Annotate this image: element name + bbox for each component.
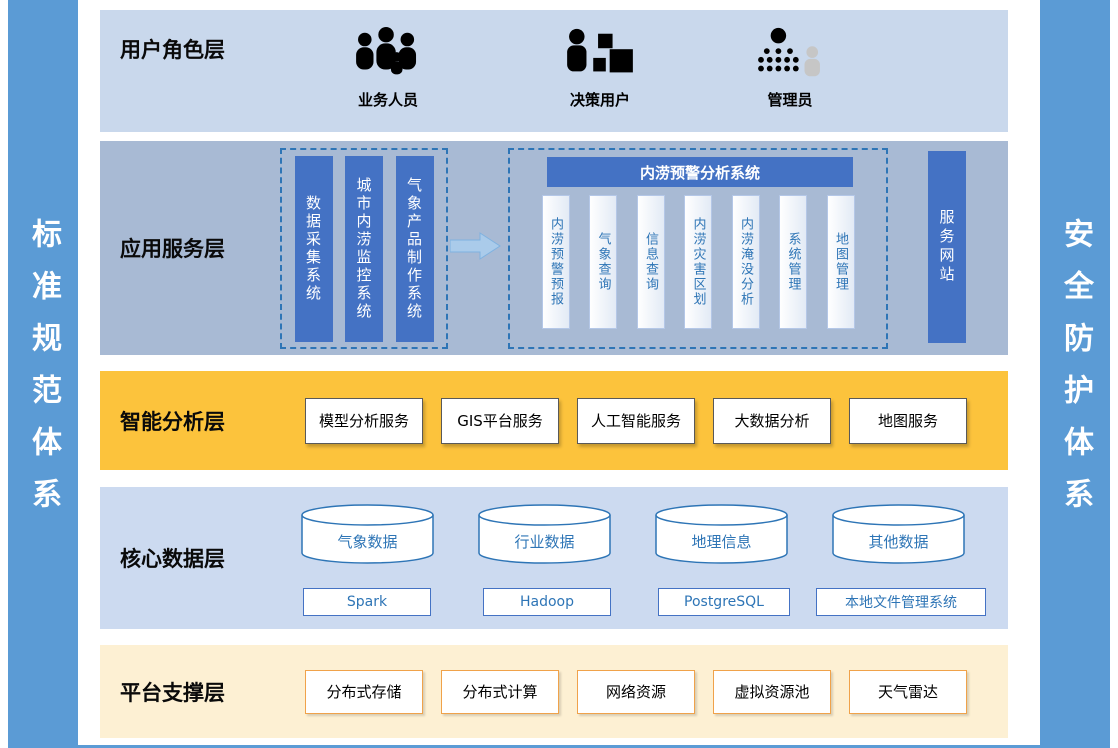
- module-label: 内涝预警预报: [548, 217, 563, 307]
- storage-local-file-system: 本地文件管理系统: [816, 588, 986, 616]
- source-systems-group: 数据采集系统 城市内涝监控系统 气象产品制作系统: [280, 148, 448, 349]
- layer-core-data: 核心数据层 气象数据 行业数据: [100, 487, 1008, 629]
- system-data-collection: 数据采集系统: [294, 155, 333, 342]
- layer-core-data-label: 核心数据层: [120, 547, 225, 571]
- module-system-management: 系统管理: [779, 195, 807, 329]
- role-label: 管理员: [767, 91, 813, 109]
- role-decision-user: 决策用户: [530, 26, 670, 110]
- resource-distributed-computing: 分布式计算: [441, 669, 559, 714]
- layer-platform-support: 平台支撑层 分布式存储 分布式计算 网络资源 虚拟资源池 天气雷达: [100, 645, 1008, 738]
- service-model-analysis: 模型分析服务: [305, 397, 423, 444]
- warning-system-modules: 内涝预警预报 气象查询 信息查询 内涝灾害区划 内涝淹没分析 系统管理 地图管理: [522, 195, 874, 331]
- db-geographic-info: 地理信息: [654, 503, 789, 567]
- left-pillar-label: 标准规范体系: [26, 218, 61, 530]
- module-map-management: 地图管理: [826, 195, 855, 329]
- service-website-label: 服务网站: [937, 209, 956, 285]
- layer-intelligent-analysis: 智能分析层 模型分析服务 GIS平台服务 人工智能服务 大数据分析 地图服务: [100, 371, 1008, 470]
- storage-spark: Spark: [303, 588, 431, 616]
- module-label: 地图管理: [833, 232, 848, 292]
- module-disaster-zoning: 内涝灾害区划: [684, 195, 712, 329]
- module-info-query: 信息查询: [636, 195, 665, 329]
- role-label: 业务人员: [357, 91, 418, 109]
- module-label: 气象查询: [595, 232, 611, 292]
- module-inundation-analysis: 内涝淹没分析: [731, 195, 760, 329]
- role-label: 决策用户: [569, 91, 630, 109]
- storage-postgresql: PostgreSQL: [658, 588, 790, 616]
- system-urban-waterlogging-monitor: 城市内涝监控系统: [345, 155, 383, 342]
- system-label: 气象产品制作系统: [405, 176, 423, 321]
- resource-distributed-storage: 分布式存储: [305, 669, 423, 714]
- module-forecast: 内涝预警预报: [541, 195, 570, 329]
- bottom-divider: [78, 745, 1040, 748]
- right-pillar: 安全防护体系: [1040, 0, 1110, 748]
- module-label: 内涝灾害区划: [690, 217, 706, 307]
- resource-virtual-pool: 虚拟资源池: [713, 669, 831, 714]
- decision-user-icon: [567, 28, 633, 73]
- resource-network: 网络资源: [577, 669, 695, 714]
- left-pillar: 标准规范体系: [8, 0, 78, 748]
- db-other-data: 其他数据: [831, 503, 966, 567]
- db-label: 其他数据: [868, 533, 929, 551]
- layer-platform-support-label: 平台支撑层: [120, 680, 225, 705]
- database-cylinder-icon: [301, 504, 434, 564]
- flow-arrow: [449, 231, 502, 265]
- databases: 气象数据 行业数据 地理信息: [300, 503, 966, 567]
- role-business-users: 业务人员: [318, 26, 458, 110]
- module-label: 系统管理: [785, 232, 801, 292]
- db-industry-data: 行业数据: [477, 503, 612, 567]
- layer-user-role: 用户角色层 业务人员 决策用户: [100, 10, 1008, 132]
- layer-intelligent-analysis-label: 智能分析层: [120, 409, 225, 434]
- module-label: 内涝淹没分析: [738, 217, 753, 307]
- layer-application-service-label: 应用服务层: [120, 237, 225, 261]
- system-weather-product: 气象产品制作系统: [395, 155, 434, 342]
- database-cylinder-icon: [478, 504, 611, 564]
- db-label: 行业数据: [514, 533, 575, 551]
- system-label: 数据采集系统: [304, 194, 322, 303]
- service-website-bar: 服务网站: [928, 151, 966, 343]
- database-cylinder-icon: [655, 504, 788, 564]
- layer-user-role-label: 用户角色层: [120, 38, 225, 62]
- service-big-data: 大数据分析: [713, 397, 831, 444]
- system-label: 城市内涝监控系统: [354, 176, 373, 321]
- right-pillar-label: 安全防护体系: [1058, 218, 1093, 530]
- resource-weather-radar: 天气雷达: [849, 669, 967, 714]
- analysis-services: 模型分析服务 GIS平台服务 人工智能服务 大数据分析 地图服务: [305, 397, 967, 444]
- module-weather-query: 气象查询: [589, 195, 617, 329]
- service-map: 地图服务: [849, 397, 967, 444]
- platform-resources: 分布式存储 分布式计算 网络资源 虚拟资源池 天气雷达: [305, 669, 967, 714]
- warning-system-title: 内涝预警分析系统: [547, 157, 853, 187]
- module-label: 信息查询: [643, 232, 658, 292]
- db-label: 地理信息: [691, 533, 752, 551]
- right-arrow-icon: [449, 232, 501, 260]
- admin-icon: [758, 27, 820, 77]
- warning-system-group: 内涝预警分析系统 内涝预警预报 气象查询 信息查询 内涝灾害区划 内涝淹没分析 …: [508, 148, 888, 349]
- role-admin: 管理员: [720, 26, 860, 110]
- service-ai: 人工智能服务: [577, 397, 695, 444]
- business-users-icon: [356, 26, 417, 75]
- storage-hadoop: Hadoop: [483, 588, 611, 616]
- db-weather-data: 气象数据: [300, 503, 435, 567]
- layer-application-service: 应用服务层 数据采集系统 城市内涝监控系统 气象产品制作系统 内涝预警分析系统 …: [100, 141, 1008, 355]
- database-cylinder-icon: [832, 504, 965, 564]
- db-label: 气象数据: [337, 533, 398, 551]
- service-gis-platform: GIS平台服务: [441, 397, 559, 444]
